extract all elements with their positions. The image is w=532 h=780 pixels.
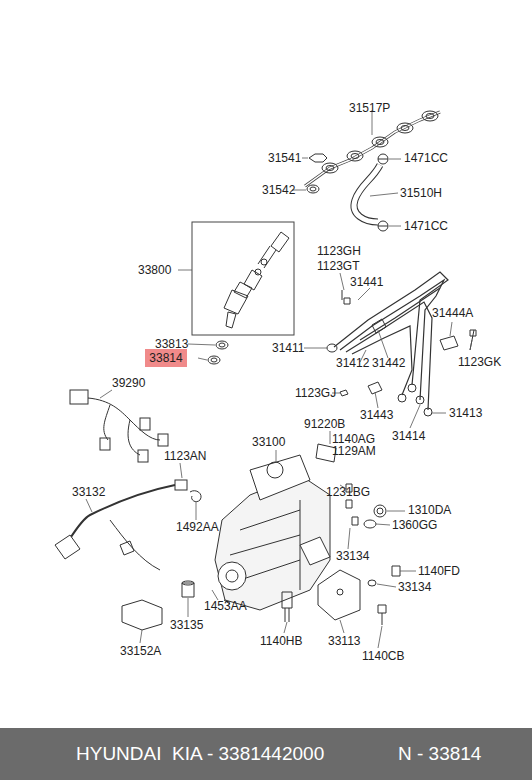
callout-number: 33814: [149, 351, 182, 365]
callout-number: 33100: [252, 435, 285, 449]
highlight-box: 33814: [145, 349, 187, 367]
callout-number: 1123AN: [164, 449, 206, 463]
callout-number: 31413: [449, 406, 482, 420]
callout-number: 1140FD: [418, 564, 460, 578]
callout-number: 31442: [372, 356, 405, 370]
callout-number: 1140CB: [362, 649, 404, 663]
callout-number: 1123GT: [317, 259, 359, 273]
callout-number: 31517P: [349, 101, 390, 115]
callout-number: 33132: [72, 485, 105, 499]
callout-number: 1123GK: [458, 355, 501, 369]
callout-number: 31444A: [432, 306, 473, 320]
callout-number: 1310DA: [408, 503, 451, 517]
callout-number: 31441: [350, 275, 383, 289]
callout-number: 91220B: [304, 417, 345, 431]
callout-number: 1129AM: [332, 444, 376, 458]
callout-number: 33135: [170, 618, 203, 632]
callout-number: 1360GG: [392, 518, 437, 532]
callout-number: 31541: [268, 151, 301, 165]
callout-number: 1492AA: [176, 520, 219, 534]
callout-number: 33113: [328, 634, 360, 648]
callout-number: 33152A: [120, 644, 161, 658]
callout-number: 33134: [398, 580, 431, 594]
callout-number: 1471CC: [404, 151, 448, 165]
callout-number: 33134: [336, 549, 369, 563]
callout-number: 31414: [392, 429, 425, 443]
callout-number: 33800: [138, 263, 171, 277]
callout-number: 31411: [272, 341, 304, 355]
footer-text: N - 33814: [398, 743, 481, 765]
footer-band: HYUNDAI KIA - 3381442000 N - 33814: [0, 728, 532, 780]
footer-text: HYUNDAI KIA - 3381442000: [76, 743, 324, 765]
callout-number: 31510H: [400, 186, 442, 200]
callout-number: 1231BG: [326, 485, 370, 499]
callout-number: 1140HB: [260, 634, 302, 648]
callout-number: 1471CC: [404, 219, 448, 233]
callout-number: 1123GJ: [295, 386, 336, 400]
callout-number: 39290: [112, 376, 145, 390]
callout-number: 1123GH: [317, 244, 361, 258]
callout-number: 1140AG: [332, 432, 375, 446]
callout-number: 1453AA: [204, 599, 247, 613]
callout-number: 31443: [360, 408, 393, 422]
callout-number: 31412: [336, 356, 369, 370]
callout-number: 31542: [262, 183, 295, 197]
